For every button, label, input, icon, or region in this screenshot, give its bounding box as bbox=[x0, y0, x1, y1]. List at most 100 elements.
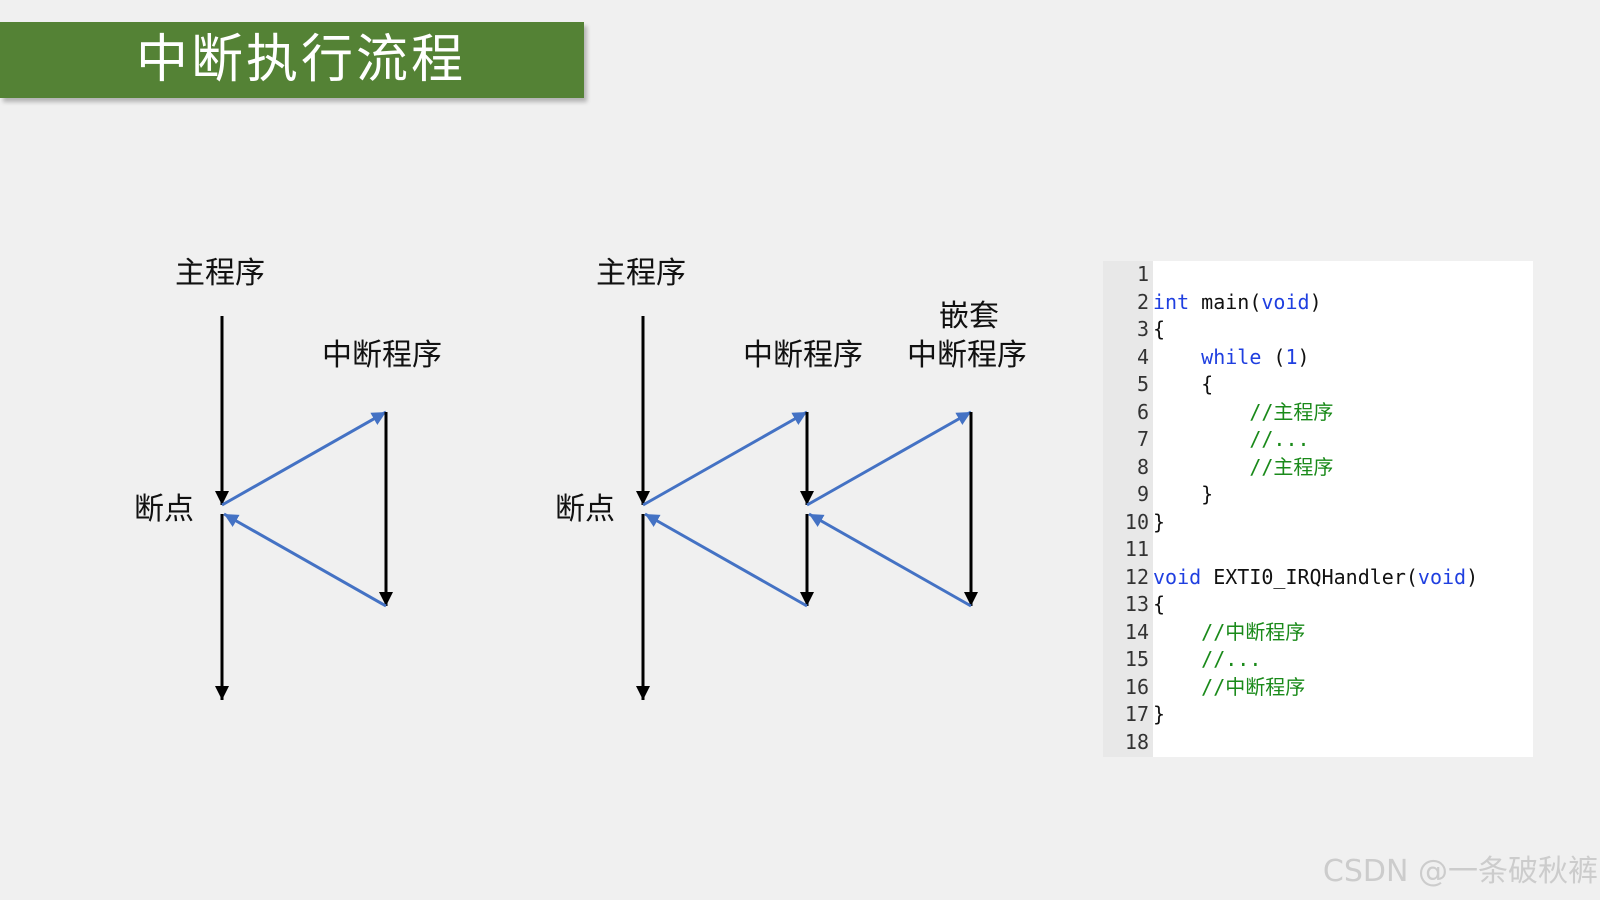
code-token: //主程序 bbox=[1249, 454, 1334, 479]
line-number: 18 bbox=[1124, 729, 1149, 754]
line-number: 4 bbox=[1136, 344, 1149, 369]
line-number: 16 bbox=[1124, 674, 1149, 699]
code-token bbox=[1153, 427, 1249, 451]
code-token: ) bbox=[1309, 289, 1322, 314]
right-breakpoint-label: 断点 bbox=[555, 492, 615, 527]
right-isr-label: 中断程序 bbox=[743, 338, 863, 373]
code-text: { bbox=[1153, 372, 1213, 396]
code-line: 15 //... bbox=[1103, 646, 1533, 674]
nested-jump-arrow bbox=[806, 410, 972, 507]
code-line: 3{ bbox=[1103, 316, 1533, 344]
code-token: { bbox=[1153, 372, 1214, 396]
page-title: 中断执行流程 bbox=[136, 30, 467, 90]
line-number: 17 bbox=[1124, 702, 1149, 726]
code-token: ( bbox=[1261, 344, 1286, 369]
line-number: 13 bbox=[1124, 592, 1149, 616]
code-text: while (1) bbox=[1153, 344, 1310, 369]
nested-isr-label: 中断程序 bbox=[907, 338, 1027, 373]
code-token bbox=[1153, 455, 1249, 479]
code-line: 11 bbox=[1103, 536, 1533, 564]
code-token: void bbox=[1417, 564, 1467, 589]
code-text: //中断程序 bbox=[1153, 620, 1305, 644]
code-line: 16 //中断程序 bbox=[1103, 674, 1533, 702]
left-return-arrow bbox=[223, 512, 387, 608]
right-return-to-main-arrow bbox=[644, 512, 808, 608]
code-token: 1 bbox=[1285, 344, 1298, 369]
code-token: //主程序 bbox=[1249, 399, 1334, 424]
line-number: 14 bbox=[1124, 619, 1149, 644]
code-token: void bbox=[1153, 564, 1202, 589]
code-line: 7 //... bbox=[1103, 426, 1533, 454]
code-line: 5 { bbox=[1103, 371, 1533, 399]
code-text: } bbox=[1153, 510, 1165, 534]
code-token: } bbox=[1153, 509, 1166, 534]
code-token: int bbox=[1153, 289, 1190, 314]
code-token: ( bbox=[1249, 289, 1262, 314]
title-banner: 中断执行流程 bbox=[0, 22, 584, 98]
code-token bbox=[1153, 647, 1201, 671]
code-token bbox=[1153, 345, 1201, 369]
line-number: 5 bbox=[1136, 372, 1149, 396]
line-number-gutter bbox=[1103, 261, 1153, 757]
code-line: 17} bbox=[1103, 701, 1533, 729]
code-token: { bbox=[1153, 592, 1166, 616]
line-number: 1 bbox=[1136, 262, 1149, 286]
code-token: ) bbox=[1466, 564, 1479, 589]
code-text: //主程序 bbox=[1153, 455, 1333, 479]
code-token: } bbox=[1153, 702, 1166, 726]
code-token bbox=[1153, 620, 1201, 644]
line-number: 7 bbox=[1136, 427, 1149, 451]
code-text: int main(void) bbox=[1153, 290, 1322, 314]
code-token: EXTI0_IRQHandler bbox=[1201, 564, 1406, 589]
code-token bbox=[1153, 675, 1201, 699]
right-jump-to-isr-arrow bbox=[642, 410, 808, 507]
line-number: 11 bbox=[1124, 537, 1149, 561]
code-line: 4 while (1) bbox=[1103, 344, 1533, 372]
code-token: { bbox=[1153, 317, 1166, 341]
line-number: 12 bbox=[1124, 564, 1149, 589]
code-line: 10} bbox=[1103, 509, 1533, 537]
code-token: ( bbox=[1405, 564, 1418, 589]
line-number: 8 bbox=[1136, 454, 1149, 479]
code-token: ) bbox=[1297, 344, 1310, 369]
code-text: } bbox=[1153, 702, 1165, 726]
nested-label-line1: 嵌套 bbox=[939, 299, 999, 334]
right-main-program-label: 主程序 bbox=[596, 256, 686, 291]
code-text: //... bbox=[1153, 427, 1310, 451]
line-number: 3 bbox=[1136, 317, 1149, 341]
code-token bbox=[1153, 400, 1249, 424]
code-token: //... bbox=[1249, 427, 1310, 451]
code-text: void EXTI0_IRQHandler(void) bbox=[1153, 565, 1478, 589]
line-number: 9 bbox=[1136, 482, 1149, 506]
code-line: 13{ bbox=[1103, 591, 1533, 619]
code-line: 6 //主程序 bbox=[1103, 399, 1533, 427]
line-number: 15 bbox=[1124, 647, 1149, 671]
code-token: } bbox=[1153, 482, 1214, 506]
code-text: } bbox=[1153, 482, 1213, 506]
code-token: main bbox=[1189, 289, 1250, 314]
code-token: while bbox=[1201, 344, 1262, 369]
code-text: //中断程序 bbox=[1153, 675, 1305, 699]
left-breakpoint-label: 断点 bbox=[134, 492, 194, 527]
left-main-program-label: 主程序 bbox=[175, 256, 265, 291]
line-number: 10 bbox=[1124, 509, 1149, 534]
code-line: 1 bbox=[1103, 261, 1533, 289]
code-text: //主程序 bbox=[1153, 400, 1333, 424]
nested-return-arrow bbox=[808, 512, 972, 608]
code-text: { bbox=[1153, 592, 1165, 616]
code-token: //中断程序 bbox=[1201, 619, 1306, 644]
line-number: 6 bbox=[1136, 399, 1149, 424]
code-text: //... bbox=[1153, 647, 1261, 671]
left-isr-label: 中断程序 bbox=[322, 338, 442, 373]
code-line: 14 //中断程序 bbox=[1103, 619, 1533, 647]
code-line: 18 bbox=[1103, 729, 1533, 757]
watermark: CSDN @一条破秋裤 bbox=[1322, 854, 1598, 889]
line-number: 2 bbox=[1136, 289, 1149, 314]
code-token: //中断程序 bbox=[1201, 674, 1306, 699]
code-token: void bbox=[1261, 289, 1310, 314]
code-text: { bbox=[1153, 317, 1165, 341]
